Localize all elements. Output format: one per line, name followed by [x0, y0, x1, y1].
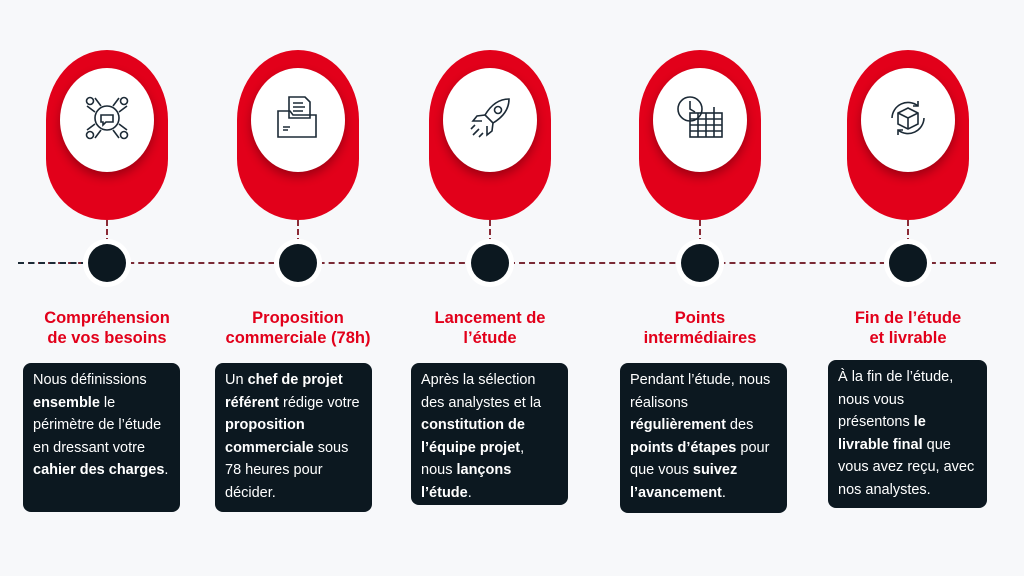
icon-disc	[861, 68, 955, 172]
text: le périmètre de l’étude en dressant votr…	[33, 394, 162, 456]
step-title: Proposition commerciale (78h)	[198, 308, 398, 348]
text: sous 78 heures pour décider.	[225, 439, 349, 501]
step-title: Lancement de l’étude	[390, 308, 590, 348]
step-pill	[639, 50, 761, 220]
rocket-icon	[465, 93, 515, 148]
step-description: Nous définissions ensemble le périmètre …	[23, 363, 180, 512]
text: .	[467, 484, 472, 501]
step-description: Après la sélection des analystes et la c…	[411, 363, 568, 505]
clock-calendar-icon	[674, 93, 726, 148]
title-line: Proposition	[252, 309, 344, 327]
text: Nous définissions	[33, 372, 147, 388]
title-line: Points	[674, 309, 726, 327]
step-title: Fin de l’étude et livrable	[808, 308, 1008, 348]
step-title: Compréhension de vos besoins	[7, 308, 207, 348]
text: .	[721, 484, 726, 501]
text: rédige votre	[279, 394, 360, 411]
title-line: de vos besoins	[47, 329, 167, 347]
title-line: Lancement de	[434, 309, 546, 327]
step-pill	[237, 50, 359, 220]
step-2: Proposition commerciale (78h)	[198, 0, 398, 576]
title-line: intermédiaires	[643, 329, 757, 347]
text: que vous avez reçu, avec nos analystes.	[838, 436, 975, 498]
icon-disc	[251, 68, 345, 172]
text: À la fin de l’étude, nous vous présenton…	[838, 369, 954, 431]
step-description: Pendant l’étude, nous réalisons régulièr…	[620, 363, 787, 513]
timeline-dot	[279, 244, 317, 282]
connector	[106, 220, 108, 244]
timeline-line-start	[18, 262, 108, 264]
folder-documents-icon	[273, 93, 323, 148]
bold-text: lançons l’étude	[421, 462, 512, 501]
connector	[907, 220, 909, 244]
step-4: Points intermédiaires	[600, 0, 800, 576]
text: .	[164, 462, 169, 479]
text: Après la sélection des analystes et la	[421, 372, 542, 411]
bold-text: suivez l’avancement	[630, 462, 738, 501]
connector	[297, 220, 299, 244]
title-line: Fin de l’étude	[854, 309, 962, 327]
text: , nous	[421, 439, 525, 479]
step-pill	[847, 50, 969, 220]
team-meeting-icon	[82, 93, 132, 148]
bold-text: cahier des charges	[33, 462, 165, 479]
step-5: Fin de l’étude et livrable	[808, 0, 1008, 576]
timeline-dot	[88, 244, 126, 282]
bold-text: ensemble	[33, 394, 100, 411]
icon-disc	[653, 68, 747, 172]
step-description: À la fin de l’étude, nous vous présenton…	[828, 360, 987, 508]
timeline-dot	[471, 244, 509, 282]
connector	[699, 220, 701, 244]
step-1: Compréhension de vos besoins	[7, 0, 207, 576]
box-cycle-icon	[883, 93, 933, 148]
connector	[489, 220, 491, 244]
timeline-dot	[681, 244, 719, 282]
bold-text: points d’étapes	[630, 439, 737, 456]
bold-text: le livrable final	[838, 414, 926, 453]
title-line: l’étude	[463, 329, 517, 347]
icon-disc	[443, 68, 537, 172]
title-line: commerciale (78h)	[225, 329, 371, 347]
bold-text: régulièrement	[630, 417, 726, 434]
timeline-dot	[889, 244, 927, 282]
text: des	[725, 417, 754, 434]
text: Pendant l’étude, nous réalisons	[630, 372, 771, 411]
title-line: et livrable	[869, 329, 947, 347]
step-description: Un chef de projet référent rédige votre …	[215, 363, 372, 512]
text: Un	[225, 372, 248, 388]
step-3: Lancement de l’étude	[390, 0, 590, 576]
step-title: Points intermédiaires	[600, 308, 800, 348]
step-pill	[429, 50, 551, 220]
step-pill	[46, 50, 168, 220]
bold-text: proposition commerciale	[225, 417, 314, 456]
icon-disc	[60, 68, 154, 172]
title-line: Compréhension	[44, 309, 170, 327]
bold-text: chef de projet référent	[225, 372, 343, 411]
bold-text: constitution de l’équipe projet	[421, 417, 525, 456]
text: pour que vous	[630, 439, 770, 479]
